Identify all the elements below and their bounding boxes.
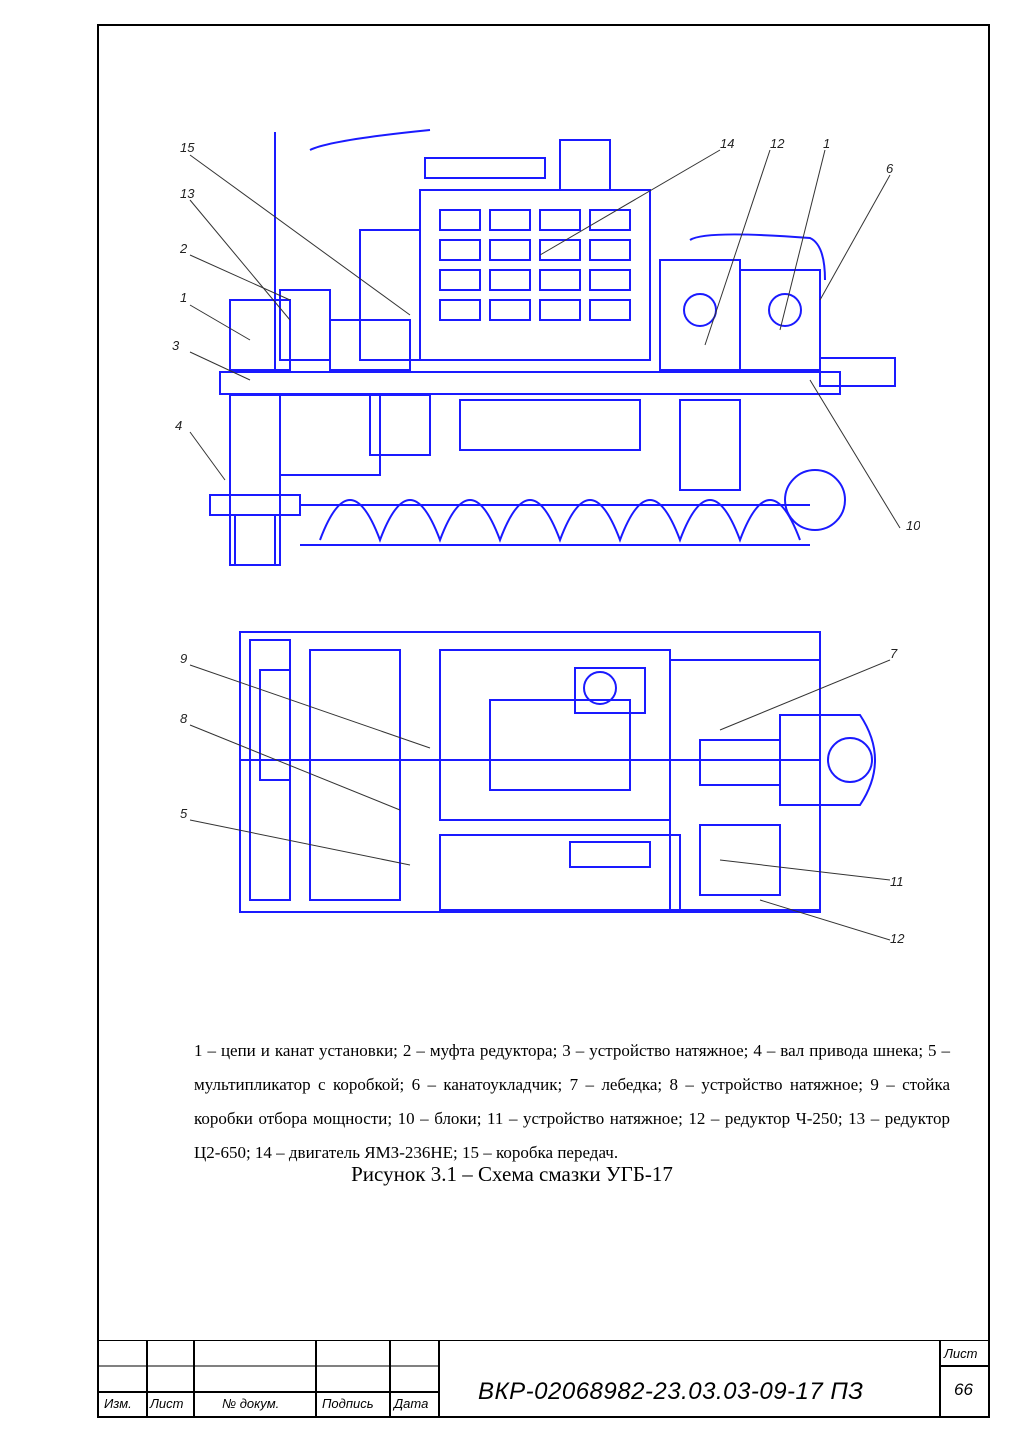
callout-label: 4 (175, 418, 182, 433)
callout-label: 9 (180, 651, 187, 666)
document-code: ВКР-02068982-23.03.03-09-17 ПЗ (478, 1378, 864, 1405)
sheet-number: 66 (954, 1380, 973, 1399)
stamp-doc-number: № докум. (222, 1396, 280, 1411)
machine-drawing: 15 13 2 1 3 4 14 12 1 6 10 9 8 5 7 11 12 (172, 129, 920, 946)
sheet-label: Лист (944, 1346, 978, 1361)
stamp-signature: Подпись (322, 1396, 374, 1411)
title-block (97, 1340, 990, 1418)
callout-label: 8 (180, 711, 188, 726)
callout-label: 13 (180, 186, 195, 201)
callout-label: 14 (720, 136, 734, 151)
stamp-date: Дата (394, 1396, 429, 1411)
page-frame (97, 24, 990, 1418)
callout-label: 1 (823, 136, 830, 151)
callout-label: 12 (770, 136, 785, 151)
callout-label: 2 (179, 241, 188, 256)
callout-label: 5 (180, 806, 188, 821)
callout-label: 10 (906, 518, 920, 533)
figure-title: Рисунок 3.1 – Схема смазки УГБ-17 (351, 1162, 673, 1186)
callout-label: 12 (890, 931, 905, 946)
stamp-izm: Изм. (104, 1396, 132, 1411)
callout-label: 3 (172, 338, 180, 353)
callout-label: 6 (886, 161, 894, 176)
callout-label: 11 (890, 874, 904, 889)
stamp-list: Лист (150, 1396, 184, 1411)
callout-label: 1 (180, 290, 187, 305)
callout-label: 15 (180, 140, 195, 155)
legend-text: 1 – цепи и канат установки; 2 – муфта ре… (194, 1041, 950, 1162)
callout-label: 7 (890, 646, 898, 661)
